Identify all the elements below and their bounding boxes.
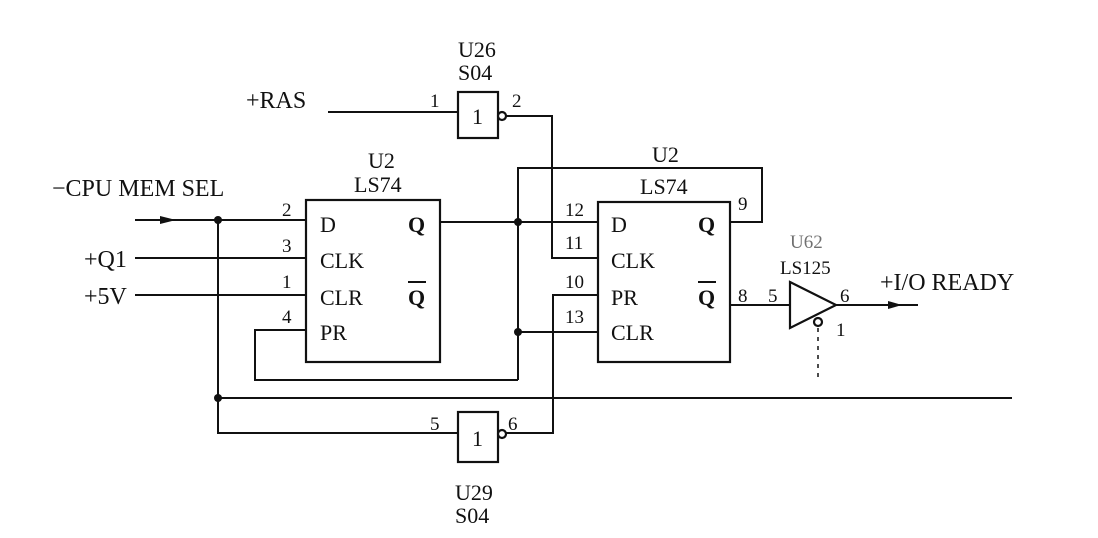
- u29-body: [456, 410, 500, 464]
- signal-q1: +Q1: [84, 247, 127, 273]
- ff2-qbar-label: Q: [698, 285, 715, 310]
- u26-inverter: 1 1 2 U26 S04: [430, 37, 522, 140]
- flip-flop-2: U2 LS74 D CLK PR CLR Q Q 12 11 10 13 9 8: [565, 142, 748, 364]
- junction-dot: [214, 394, 222, 402]
- u62-ref: U62: [790, 232, 823, 253]
- wire-ff1-pr-loop: [254, 329, 518, 381]
- ff1-body: [304, 198, 442, 364]
- ff1-d-label: D: [320, 212, 336, 237]
- u62-body: [788, 280, 839, 330]
- ff1-pin-d: 2: [282, 200, 292, 221]
- flip-flop-1: U2 LS74 D CLK CLR PR Q Q 2 3 1 4: [282, 148, 442, 364]
- wire-ff2q-feedback: [517, 167, 763, 380]
- u26-pin-out: 2: [512, 91, 522, 112]
- junction-dot: [514, 218, 522, 226]
- ff2-pin-q: 9: [738, 194, 748, 215]
- ff1-pr-label: PR: [320, 320, 347, 345]
- ff2-pin-qbar: 8: [738, 286, 748, 307]
- wire-ff2-pr: [506, 294, 598, 434]
- ff1-clk-label: CLK: [320, 248, 364, 273]
- ff1-pin-pr: 4: [282, 307, 292, 328]
- wires: [135, 111, 1012, 434]
- arrow-mark: [160, 216, 176, 224]
- ff1-pin-clr: 1: [282, 272, 292, 293]
- u62-pin-in: 5: [768, 286, 778, 307]
- signal-io-ready: +I/O READY: [880, 270, 1014, 296]
- u26-body-label: 1: [472, 104, 483, 129]
- u29-bubble: [496, 428, 508, 440]
- u26-part: S04: [458, 60, 492, 85]
- ff2-q-label: Q: [698, 212, 715, 237]
- ff1-q-label: Q: [408, 212, 425, 237]
- ff2-d-label: D: [611, 212, 627, 237]
- u62-buffer: U62 LS125 5 6 1: [768, 232, 850, 341]
- ff2-pin-clk: 11: [565, 233, 583, 254]
- ff1-ref: U2: [368, 148, 395, 173]
- u62-pin-enable: 1: [836, 320, 846, 341]
- ff2-pin-clr: 13: [565, 307, 584, 328]
- u26-bubble: [496, 110, 508, 122]
- ff2-ref: U2: [652, 142, 679, 167]
- ff2-part: LS74: [640, 174, 688, 199]
- ff2-pin-d: 12: [565, 200, 584, 221]
- u26-ref: U26: [458, 37, 496, 62]
- u29-pin-out: 6: [508, 414, 518, 435]
- junctions: [214, 216, 522, 402]
- signal-labels: +RAS −CPU MEM SEL +Q1 +5V +I/O READY: [52, 88, 1014, 310]
- wire-u26-out-to-clk: [506, 115, 598, 259]
- u29-part: S04: [455, 503, 489, 528]
- ff2-clr-label: CLR: [611, 320, 654, 345]
- ff2-clk-label: CLK: [611, 248, 655, 273]
- ff2-pin-pr: 10: [565, 272, 584, 293]
- junction-dot: [214, 216, 222, 224]
- arrow-mark: [888, 301, 902, 309]
- ff2-pr-label: PR: [611, 285, 638, 310]
- u29-pin-in: 5: [430, 414, 440, 435]
- signal-5v: +5V: [84, 284, 128, 310]
- signal-cpu-mem-sel: −CPU MEM SEL: [52, 176, 224, 202]
- u62-pin-out: 6: [840, 286, 850, 307]
- u29-inverter: 1 5 6 U29 S04: [430, 410, 518, 528]
- wire-mem-sel-bus: [217, 220, 458, 434]
- u29-body-label: 1: [472, 426, 483, 451]
- signal-ras: +RAS: [246, 88, 306, 114]
- u62-part: LS125: [780, 258, 831, 279]
- junction-dot: [514, 328, 522, 336]
- ff1-pin-clk: 3: [282, 236, 292, 257]
- ff1-part: LS74: [354, 172, 402, 197]
- ff1-qbar-label: Q: [408, 285, 425, 310]
- ff1-clr-label: CLR: [320, 285, 363, 310]
- u62-enable-bubble: [812, 316, 824, 328]
- u29-ref: U29: [455, 480, 493, 505]
- u26-pin-in: 1: [430, 91, 440, 112]
